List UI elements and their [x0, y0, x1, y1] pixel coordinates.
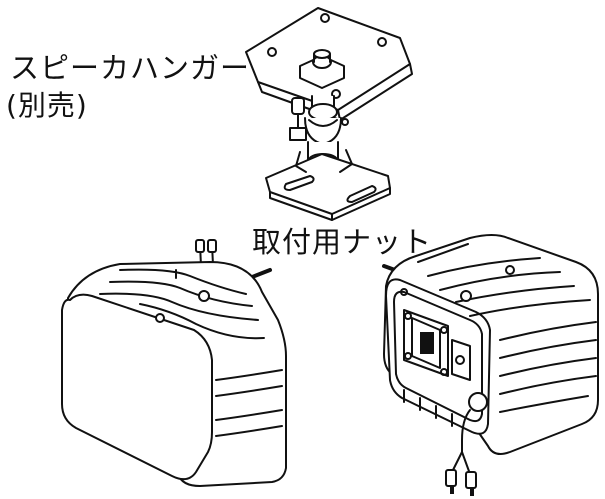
speaker-hanger-bracket-icon — [245, 7, 413, 221]
speaker-front-view-icon — [61, 239, 287, 487]
mounting-nut-label: 取付用ナット — [252, 225, 433, 259]
speaker-hanger-label: スピーカハンガー — [10, 51, 251, 85]
speaker-rear-view-icon — [383, 234, 599, 496]
sold-separately-label: (別売) — [6, 89, 88, 122]
